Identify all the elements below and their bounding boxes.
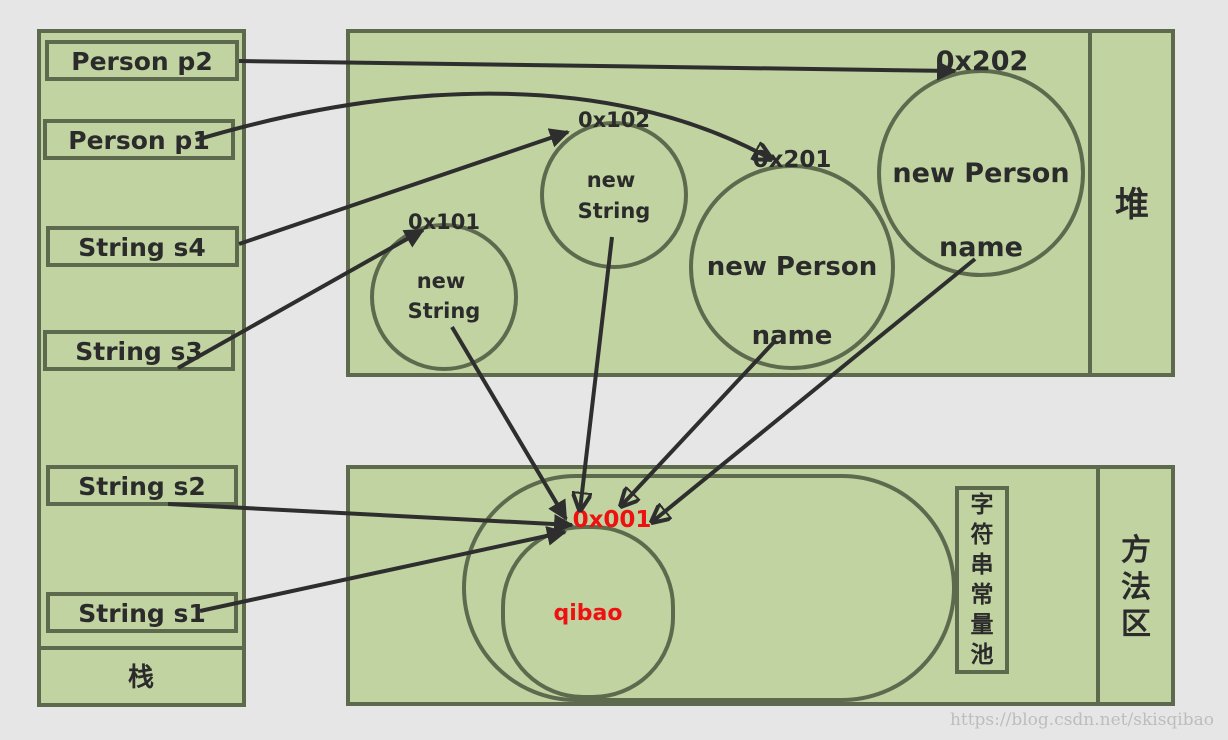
stack-var-s1: String s1 xyxy=(46,592,238,633)
watermark-text: https://blog.csdn.net/skisqibao xyxy=(950,710,1214,730)
object-address: 0x102 xyxy=(578,108,650,132)
arrow-s3-to-0x101 xyxy=(177,228,425,370)
heap-title: 堆 xyxy=(1115,185,1149,225)
arrow-p1-to-0x201 xyxy=(195,91,771,159)
stack-title: 栈 xyxy=(128,663,154,693)
stack-var-label: Person p1 xyxy=(68,126,209,155)
method-area-title-char: 法 xyxy=(1121,570,1151,605)
method-area-title-char: 区 xyxy=(1121,607,1151,642)
pool-label-char: 符 xyxy=(971,521,994,548)
pool-label-char: 串 xyxy=(971,552,994,578)
arrow-s2-to-0x001 xyxy=(167,502,574,535)
pool-label-char: 池 xyxy=(971,642,994,668)
arrow-0x202-to-0x001 xyxy=(652,257,977,522)
stack-var-label: String s4 xyxy=(78,233,206,262)
object-line1: new Person xyxy=(707,252,878,282)
arrow-0x201-to-0x001 xyxy=(621,340,776,506)
stack-var-label: String s1 xyxy=(78,599,206,628)
stack-var-s4: String s4 xyxy=(46,226,239,267)
string-object-value: qibao xyxy=(554,601,623,626)
string-object-address: 0x001 xyxy=(573,507,652,533)
arrow-0x101-to-0x001 xyxy=(450,325,568,521)
object-line2: String xyxy=(408,299,481,323)
object-line2: name xyxy=(939,232,1023,263)
stack-var-label: Person p2 xyxy=(71,47,212,76)
stack-var-label: String s3 xyxy=(75,337,203,366)
heap-object-0x101: 0x101 new String xyxy=(370,210,518,371)
stack-var-p1: Person p1 xyxy=(43,119,235,160)
pool-label-char: 常 xyxy=(971,582,994,608)
stack-var-p2: Person p2 xyxy=(45,40,239,81)
arrow-s1-to-0x001 xyxy=(199,526,567,613)
method-area-title-char: 方 xyxy=(1121,533,1151,568)
object-line1: new Person xyxy=(892,158,1069,189)
object-line2: String xyxy=(578,199,651,223)
heap-object-0x202: 0x202 new Person name xyxy=(877,46,1085,277)
stack-var-s3: String s3 xyxy=(43,330,235,371)
heap-object-0x102: 0x102 new String xyxy=(540,108,688,269)
object-line1: new xyxy=(587,168,636,192)
object-line1: new xyxy=(417,269,466,293)
object-address: 0x201 xyxy=(753,147,832,173)
reference-arrows xyxy=(167,59,977,613)
object-line2: name xyxy=(752,321,833,351)
pool-label-char: 字 xyxy=(971,491,994,518)
arrow-s4-to-0x102 xyxy=(238,128,570,246)
pool-label-char: 量 xyxy=(971,612,994,638)
string-object-qibao: 0x001 qibao xyxy=(501,507,675,699)
stack-var-s2: String s2 xyxy=(46,465,238,506)
arrow-0x102-to-0x001 xyxy=(580,236,614,510)
arrow-p2-to-0x202 xyxy=(238,59,957,81)
stack-var-label: String s2 xyxy=(78,472,206,501)
